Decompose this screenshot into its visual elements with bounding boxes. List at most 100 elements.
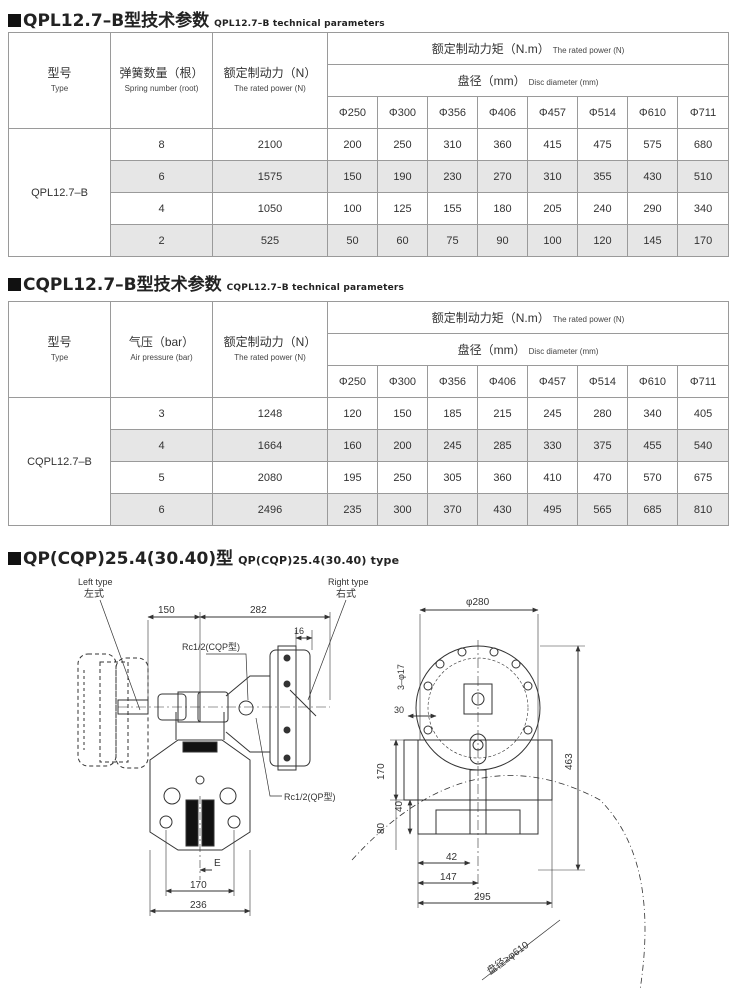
flange-bolt-hole — [489, 647, 499, 657]
torque-cell: 120 — [327, 397, 378, 430]
spring-seat — [177, 691, 201, 723]
torque-cell: 310 — [427, 128, 478, 161]
disc-header: Φ356 — [427, 96, 478, 129]
right-view — [351, 607, 646, 991]
flange-bolt — [283, 754, 291, 762]
mount-hole — [159, 815, 173, 829]
force-cell: 1664 — [212, 429, 328, 462]
torque-cell: 50 — [327, 224, 378, 257]
disc-header: Φ300 — [377, 365, 428, 398]
torque-cell: 685 — [627, 493, 678, 526]
cylinder-transition — [225, 675, 271, 753]
air-port — [238, 700, 254, 716]
drawing-title-cn: QP(CQP)25.4(30.40)型 — [23, 549, 234, 569]
torque-cell: 60 — [377, 224, 428, 257]
flange-bolt-hole — [435, 659, 445, 669]
leader-qp-port — [255, 717, 282, 797]
table1-title-cn: QPL12.7–B型技术参数 — [23, 11, 210, 31]
header-torque-cn: 额定制动力矩（N.m） — [431, 42, 550, 56]
torque-cell: 245 — [427, 429, 478, 462]
square-bullet-icon — [8, 278, 21, 291]
torque-cell: 185 — [427, 397, 478, 430]
header-torque: 额定制动力矩（N.m）The rated power (N) — [326, 301, 730, 334]
left-type-label-en: Left type — [78, 577, 113, 587]
caliper-side — [403, 739, 419, 801]
torque-cell: 205 — [527, 192, 578, 225]
torque-cell: 405 — [676, 397, 730, 430]
disc-header: Φ406 — [477, 365, 528, 398]
dim-147: 147 — [440, 872, 457, 883]
left-type-outline — [115, 657, 149, 769]
torque-cell: 570 — [627, 461, 678, 494]
type-cell: CQPL12.7–B — [8, 397, 111, 526]
mount-hole — [219, 787, 237, 805]
torque-cell: 100 — [327, 192, 378, 225]
torque-cell: 150 — [327, 160, 378, 193]
torque-cell: 155 — [427, 192, 478, 225]
header-type-cn: 型号 — [47, 65, 72, 80]
square-bullet-icon — [8, 552, 21, 565]
dim-282: 282 — [250, 605, 267, 616]
header-type: 型号 Type — [8, 32, 111, 129]
torque-cell: 290 — [627, 192, 678, 225]
disc-header: Φ356 — [427, 365, 478, 398]
torque-cell: 415 — [527, 128, 578, 161]
table-row: 4 1050 100 125 155 180 205 240 290 340 — [9, 192, 730, 225]
torque-cell: 675 — [676, 461, 730, 494]
torque-cell: 565 — [577, 493, 628, 526]
torque-cell: 475 — [577, 128, 628, 161]
table2-title-en: CQPL12.7–B technical parameters — [226, 283, 405, 293]
torque-cell: 75 — [427, 224, 478, 257]
dim-30: 30 — [394, 705, 404, 715]
table-row: 4 1664 160 200 245 285 330 375 455 540 — [9, 429, 730, 462]
bolt-hole — [195, 775, 205, 785]
disc-header: Φ514 — [577, 96, 628, 129]
param-cell: 2 — [110, 224, 213, 257]
header-torque: 额定制动力矩（N.m）The rated power (N) — [326, 32, 730, 65]
type-cell: QPL12.7–B — [8, 128, 111, 257]
dim-holes: 3–φ17 — [396, 664, 406, 690]
table-row: 6 2496 235 300 370 430 495 565 685 810 — [9, 493, 730, 526]
torque-cell: 270 — [477, 160, 528, 193]
header-param-en: Spring number (root) — [124, 83, 199, 93]
dim-phi280: φ280 — [466, 597, 490, 608]
force-cell: 1248 — [212, 397, 328, 430]
center-hole — [471, 692, 485, 706]
param-cell: 5 — [110, 461, 213, 494]
torque-cell: 300 — [377, 493, 428, 526]
torque-cell: 360 — [477, 461, 528, 494]
header-disc: 盘径（mm）Disc diameter (mm) — [326, 333, 730, 366]
torque-cell: 190 — [377, 160, 428, 193]
table-row: CQPL12.7–B 3 1248 120 150 185 215 245 28… — [8, 397, 730, 526]
table-row: 2 525 50 60 75 90 100 120 145 170 — [9, 224, 730, 257]
torque-cell: 200 — [377, 429, 428, 462]
param-cell: 6 — [110, 493, 213, 526]
header-param: 气压（bar） Air pressure (bar) — [110, 301, 213, 398]
torque-cell: 200 — [327, 128, 378, 161]
torque-cell: 495 — [527, 493, 578, 526]
header-param-cn: 弹簧数量（根） — [119, 65, 204, 80]
disc-header: Φ300 — [377, 96, 428, 129]
force-cell: 2100 — [212, 128, 328, 161]
flange-bolt-hole — [523, 681, 533, 691]
disc-header: Φ711 — [676, 365, 730, 398]
header-disc-en: Disc diameter (mm) — [528, 78, 599, 87]
dim-40: 40 — [394, 800, 405, 812]
torque-cell: 250 — [377, 128, 428, 161]
flange-bolt — [283, 680, 291, 688]
param-cell: 6 — [110, 160, 213, 193]
torque-cell: 310 — [527, 160, 578, 193]
square-bullet-icon — [8, 14, 21, 27]
right-type-label-en: Right type — [328, 577, 369, 587]
flange-bolt-hole — [523, 725, 533, 735]
nut — [157, 693, 187, 721]
disc-header: Φ250 — [327, 96, 378, 129]
table2: 型号 Type 气压（bar） Air pressure (bar) 额定制动力… — [8, 301, 730, 526]
flange-bolt-hole — [423, 681, 433, 691]
torque-cell: 145 — [627, 224, 678, 257]
disc-header: Φ457 — [527, 365, 578, 398]
torque-cell: 680 — [676, 128, 730, 161]
torque-cell: 355 — [577, 160, 628, 193]
table-row: 5 2080 195 250 305 360 410 470 570 675 — [9, 461, 730, 494]
